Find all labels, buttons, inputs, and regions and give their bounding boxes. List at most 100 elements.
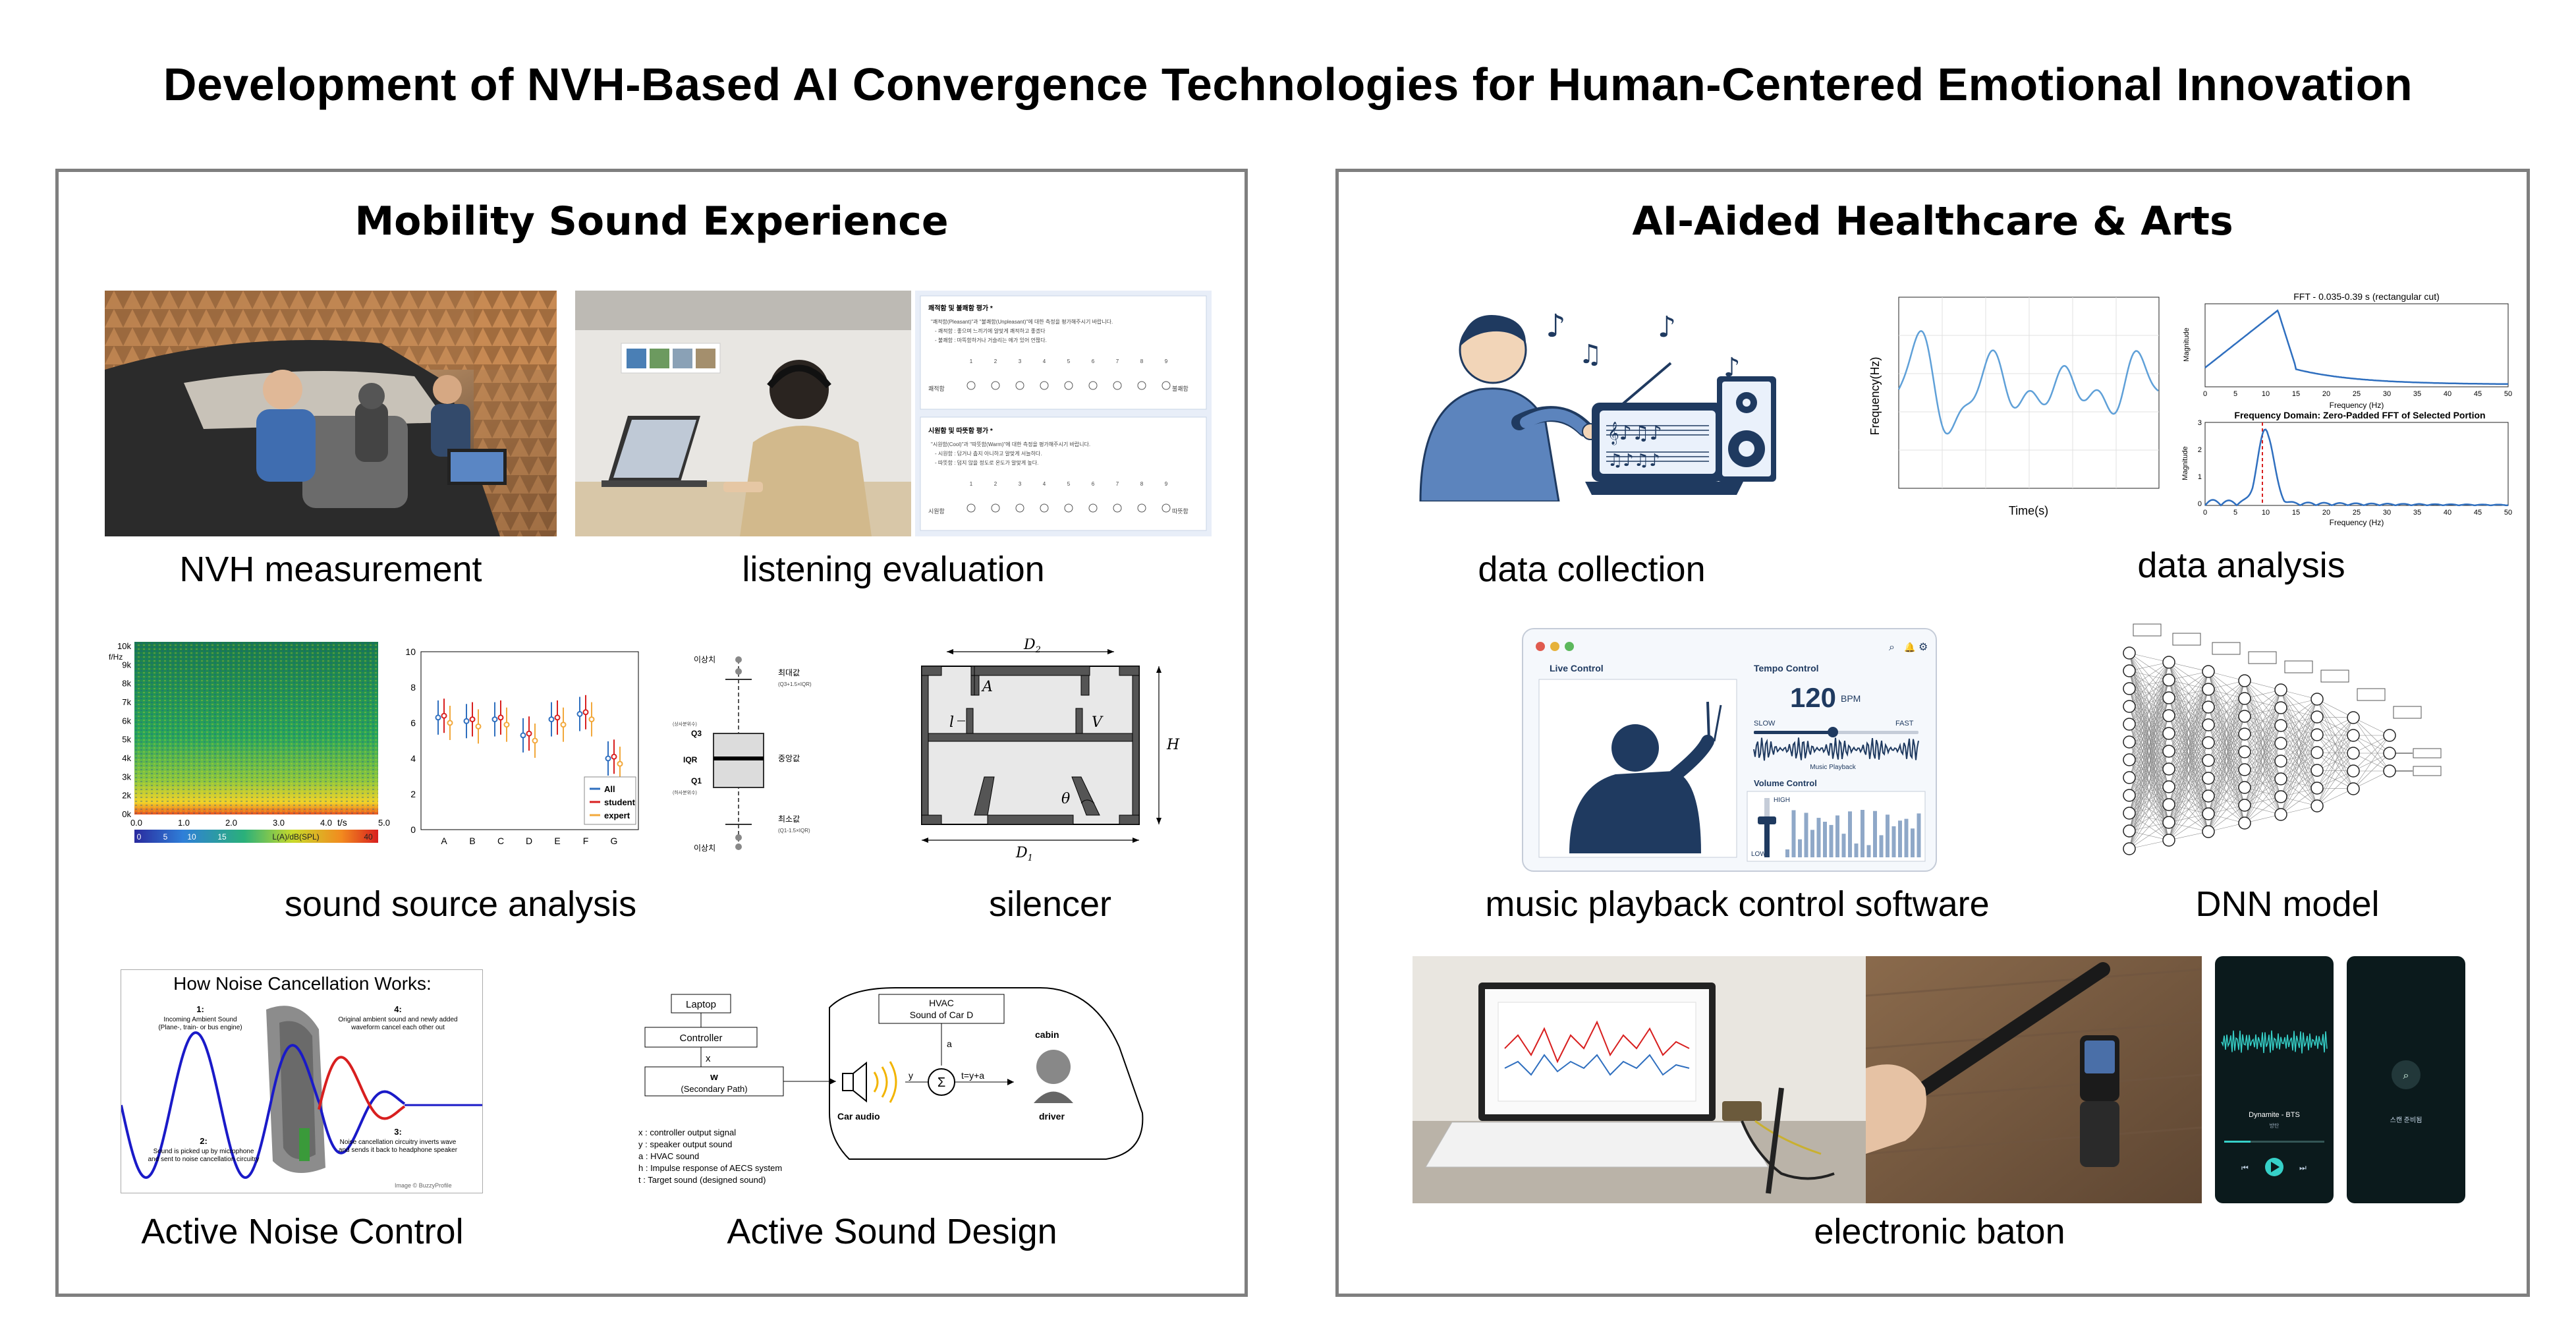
tempo-slider-handle[interactable]: [1828, 727, 1838, 737]
survey-radio[interactable]: [1015, 381, 1024, 390]
music-playback-label: Music Playback: [1810, 764, 1856, 771]
caption-dnn-model: DNN model: [2195, 884, 2380, 924]
spectrogram-y-tick: 0k: [122, 809, 131, 819]
dnn-neuron: [2310, 799, 2324, 813]
asd-legend-line: t : Target sound (designed sound): [638, 1175, 766, 1185]
dnn-neuron: [2238, 745, 2251, 758]
tempo-slow: SLOW: [1754, 720, 1776, 728]
survey-q1-title: 쾌적함 및 불쾌함 평가 *: [928, 304, 993, 312]
dnn-neuron: [2123, 789, 2136, 802]
survey-radio[interactable]: [991, 381, 1000, 390]
survey-scale-number: 4: [1043, 358, 1046, 364]
survey-radio[interactable]: [1088, 503, 1098, 513]
survey-radio[interactable]: [1162, 381, 1171, 390]
anc-step3-text: Noise cancellation circuitry inverts wav…: [340, 1139, 457, 1146]
errorbar-point: [582, 709, 589, 716]
survey-scale-number: 9: [1165, 481, 1168, 487]
fft-x-tick: 5: [2233, 390, 2237, 398]
fft-charts: FFT - 0.035-0.39 s (rectangular cut) Mag…: [2175, 291, 2518, 528]
spectrogram-y-tick: 5k: [122, 735, 131, 745]
spectrogram-y-tick: 7k: [122, 697, 131, 707]
dnn-neuron: [2123, 771, 2136, 784]
fft-x-tick: 45: [2474, 509, 2482, 517]
box-median-label: 중앙값: [778, 754, 800, 763]
caption-data-analysis: data analysis: [2137, 546, 2345, 585]
dnn-neuron: [2274, 719, 2287, 732]
anc-step3-text2: and sends it back to headphone speaker: [339, 1147, 458, 1154]
caption-sound-source-analysis: sound source analysis: [284, 884, 637, 924]
survey-q2-title: 시원함 및 따뜻함 평가 *: [928, 426, 993, 435]
survey-q2-left-label: 시원함: [928, 508, 945, 515]
dnn-neuron: [2238, 710, 2251, 723]
errorbar-point: [491, 716, 498, 723]
errorbar-point: [554, 714, 561, 721]
dnn-neuron: [2162, 762, 2175, 776]
dnn-neuron: [2274, 683, 2287, 697]
survey-scale-number: 5: [1067, 358, 1071, 364]
survey-radio[interactable]: [1040, 503, 1049, 513]
dnn-neuron: [2238, 799, 2251, 812]
next-icon[interactable]: ⏭: [2299, 1163, 2307, 1172]
survey-radio[interactable]: [1162, 503, 1171, 513]
bpm-unit: BPM: [1841, 693, 1861, 704]
survey-radio[interactable]: [1088, 381, 1098, 390]
dnn-neuron: [2123, 700, 2136, 713]
gear-icon[interactable]: ⚙: [1918, 642, 1928, 653]
search-icon[interactable]: ⌕: [1889, 642, 1895, 653]
survey-radio[interactable]: [1015, 503, 1024, 513]
survey-scale-number: 7: [1116, 358, 1119, 364]
dnn-neuron: [2274, 772, 2287, 785]
survey-radio[interactable]: [1113, 381, 1122, 390]
survey-radio[interactable]: [1064, 381, 1073, 390]
errorbar-y-tick: 4: [410, 753, 416, 764]
survey-radio[interactable]: [966, 381, 976, 390]
volume-slider-handle[interactable]: [1758, 816, 1776, 824]
survey-q2-right-label: 따뜻함: [1172, 508, 1189, 515]
previous-icon[interactable]: ⏮: [2241, 1163, 2249, 1172]
errorbar-point: [435, 714, 441, 721]
fft-x-tick: 25: [2353, 509, 2361, 517]
live-control-label: Live Control: [1550, 663, 1604, 673]
spectrogram-x-tick: 3.0: [273, 818, 285, 828]
survey-radio[interactable]: [966, 503, 976, 513]
fft-x-tick: 40: [2444, 509, 2451, 517]
anc-step2-text2: and sent to noise cancellation circuitry: [148, 1156, 260, 1163]
dnn-neuron: [2162, 727, 2175, 740]
scan-button[interactable]: [2392, 1060, 2421, 1089]
survey-radio[interactable]: [1137, 381, 1146, 390]
survey-radio[interactable]: [991, 503, 1000, 513]
errorbar-x-tick: F: [583, 836, 589, 846]
silencer-v-label: V: [1092, 714, 1104, 731]
survey-q2-line3: - 따뜻함 : 덥지 않을 정도로 온도가 알맞게 높다.: [935, 459, 1038, 466]
dnn-neuron: [2123, 646, 2136, 660]
dnn-neuron: [2347, 711, 2360, 724]
dnn-neuron: [2162, 656, 2175, 669]
survey-radio[interactable]: [1113, 503, 1122, 513]
dnn-neuron: [2123, 842, 2136, 855]
dnn-neuron: [2123, 807, 2136, 820]
dnn-neuron: [2238, 781, 2251, 794]
dnn-neuron: [2347, 764, 2360, 778]
dnn-neuron: [2123, 664, 2136, 677]
survey-q1-line2: - 쾌적함 : 좋으며 느끼기에 알맞게 쾌적하고 좋겠다: [935, 328, 1046, 334]
spectrogram-colorbar-tick: 40: [364, 832, 373, 842]
survey-radio[interactable]: [1064, 503, 1073, 513]
phone-progress-bar[interactable]: [2224, 1141, 2251, 1143]
asd-y-label: y: [909, 1070, 913, 1081]
bell-icon[interactable]: 🔔: [1904, 642, 1915, 653]
survey-radio[interactable]: [1040, 381, 1049, 390]
dnn-neuron: [2202, 700, 2215, 714]
asd-hvac: HVAC: [929, 998, 954, 1008]
fft-x-tick: 20: [2322, 390, 2330, 398]
fft-bottom-y-tick: 3: [2198, 419, 2202, 427]
errorbar-x-tick: A: [441, 836, 447, 846]
dnn-neuron: [2347, 729, 2360, 742]
tempo-control-label: Tempo Control: [1754, 663, 1819, 673]
survey-radio[interactable]: [1137, 503, 1146, 513]
dnn-layer-box: [2320, 670, 2349, 683]
errorbar-point: [520, 732, 526, 739]
asd-legend-line: h : Impulse response of AECS system: [638, 1163, 782, 1173]
